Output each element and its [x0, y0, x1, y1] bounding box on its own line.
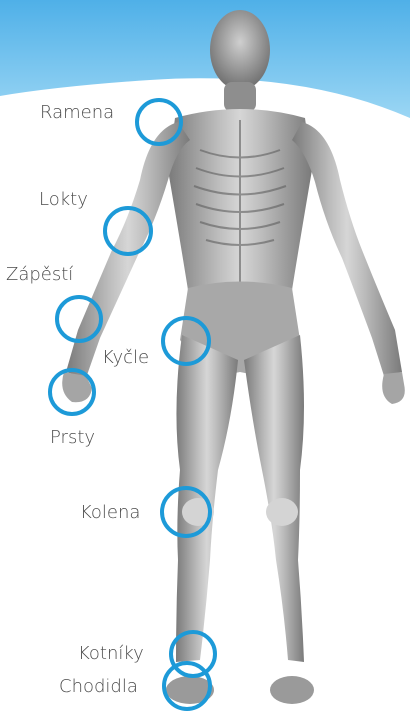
label-shoulders: Ramena — [40, 103, 114, 123]
label-wrists: Zápěstí — [6, 265, 73, 285]
label-knees: Kolena — [80, 503, 140, 523]
label-elbows: Lokty — [39, 190, 88, 210]
label-fingers: Prsty — [50, 428, 95, 448]
label-feet: Chodidla — [59, 677, 138, 697]
label-ankles: Kotníky — [78, 644, 144, 664]
top-banner — [0, 0, 410, 118]
label-hips: Kyčle — [102, 348, 149, 368]
